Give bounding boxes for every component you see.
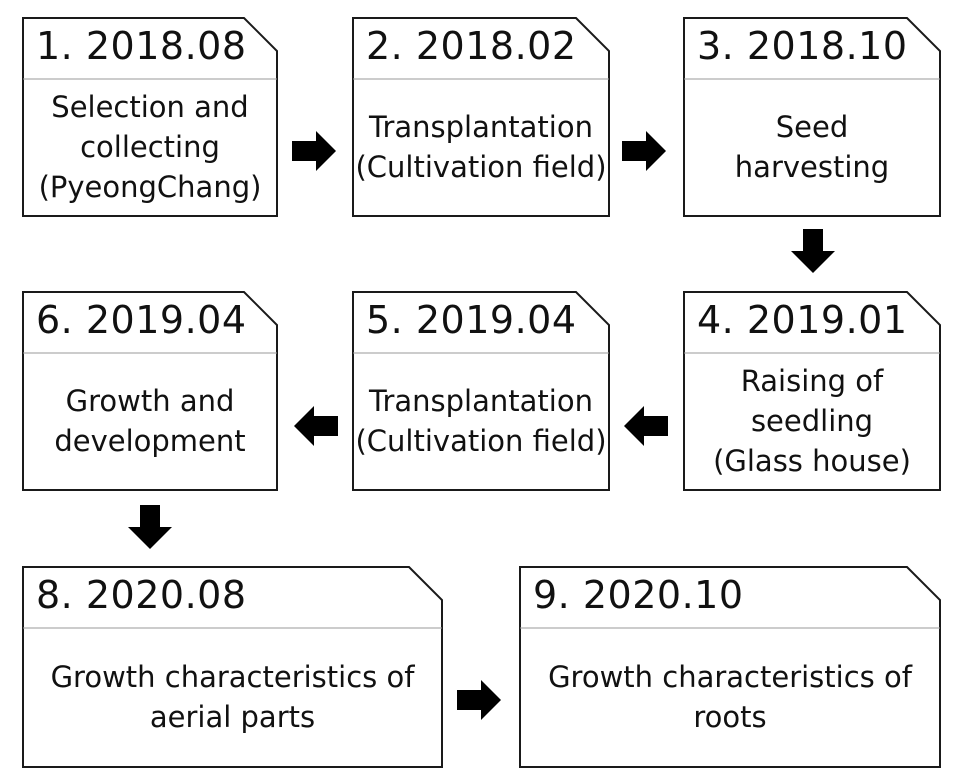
step-description-line: (PyeongChang) [38, 170, 262, 204]
step-date: 2019.01 [746, 298, 908, 342]
arrow-path [128, 505, 172, 549]
step-header: 5. 2019.04 [366, 295, 577, 345]
step-description: Selection and collecting (PyeongChang) [26, 80, 274, 214]
arrow-shape [791, 229, 835, 273]
step-description-line: Selection and [51, 90, 249, 124]
step-description-line: Growth characteristics of [50, 660, 415, 694]
step-description: Growth and development [26, 354, 274, 488]
arrow-shape [294, 406, 338, 446]
arrow-path [294, 406, 338, 446]
step-description: Transplantation (Cultivation field) [355, 80, 607, 214]
arrow-left-icon [622, 402, 670, 450]
arrow-shape [622, 131, 666, 171]
step-description-line: Growth characteristics of [548, 660, 912, 694]
step-number: 1. [36, 24, 74, 68]
arrow-down-icon [126, 503, 174, 551]
step-number: 3. [697, 24, 735, 68]
step-description-line: Transplantation [369, 384, 593, 418]
arrow-shape [128, 505, 172, 549]
step-description-line: development [54, 424, 246, 458]
card-frame [22, 566, 443, 768]
card-outline [683, 17, 941, 217]
step-number: 4. [697, 298, 735, 342]
step-date: 2018.10 [746, 24, 908, 68]
step-description-line: roots [693, 700, 767, 734]
step-date: 2018.02 [415, 24, 577, 68]
card-frame [352, 17, 610, 217]
arrow-left-icon [292, 402, 340, 450]
card-outline [683, 291, 941, 491]
step-description-line: Raising of [740, 364, 884, 398]
arrow-shape [457, 680, 501, 720]
arrow-right-icon [620, 127, 668, 175]
step-header: 1. 2018.08 [36, 21, 247, 71]
step-header: 9. 2020.10 [533, 570, 744, 620]
card-frame [22, 291, 278, 491]
card-outline [22, 566, 443, 768]
card-outline [22, 17, 278, 217]
step-description-line: Transplantation [369, 110, 593, 144]
step-description-line: Seed [775, 110, 849, 144]
step-description: Seed harvesting [687, 80, 937, 214]
step-description-line: aerial parts [149, 700, 316, 734]
arrow-right-icon [290, 127, 338, 175]
card-frame [519, 566, 941, 768]
step-header: 6. 2019.04 [36, 295, 247, 345]
step-description-line: (Cultivation field) [355, 424, 607, 458]
step-description: Growth characteristics of aerial parts [26, 629, 439, 765]
step-description-line: seedling [750, 404, 874, 438]
step-number: 2. [366, 24, 404, 68]
card-frame [22, 17, 278, 217]
card-frame [683, 17, 941, 217]
card-outline [22, 291, 278, 491]
arrow-path [791, 229, 835, 273]
arrow-path [624, 406, 668, 446]
arrow-path [457, 680, 501, 720]
step-description-line: (Cultivation field) [355, 150, 607, 184]
step-number: 8. [36, 573, 74, 617]
step-header: 2. 2018.02 [366, 21, 577, 71]
step-header: 3. 2018.10 [697, 21, 908, 71]
step-description: Transplantation (Cultivation field) [355, 354, 607, 488]
arrow-shape [292, 131, 336, 171]
step-number: 6. [36, 298, 74, 342]
step-date: 2020.08 [85, 573, 247, 617]
card-outline [352, 17, 610, 217]
step-description: Growth characteristics of roots [523, 629, 937, 765]
step-description-line: collecting [80, 130, 220, 164]
step-description: Raising of seedling (Glass house) [687, 354, 937, 488]
step-number: 9. [533, 573, 571, 617]
step-description-line: harvesting [734, 150, 890, 184]
step-description-line: Growth and [65, 384, 235, 418]
arrow-path [622, 131, 666, 171]
arrow-right-icon [455, 676, 503, 724]
step-header: 8. 2020.08 [36, 570, 247, 620]
card-outline [352, 291, 610, 491]
card-frame [683, 291, 941, 491]
step-date: 2019.04 [415, 298, 577, 342]
arrow-path [292, 131, 336, 171]
card-frame [352, 291, 610, 491]
card-outline [519, 566, 941, 768]
step-description-line: (Glass house) [713, 444, 911, 478]
step-date: 2018.08 [85, 24, 247, 68]
step-header: 4. 2019.01 [697, 295, 908, 345]
step-date: 2020.10 [582, 573, 744, 617]
step-date: 2019.04 [85, 298, 247, 342]
arrow-shape [624, 406, 668, 446]
step-number: 5. [366, 298, 404, 342]
arrow-down-icon [789, 227, 837, 275]
